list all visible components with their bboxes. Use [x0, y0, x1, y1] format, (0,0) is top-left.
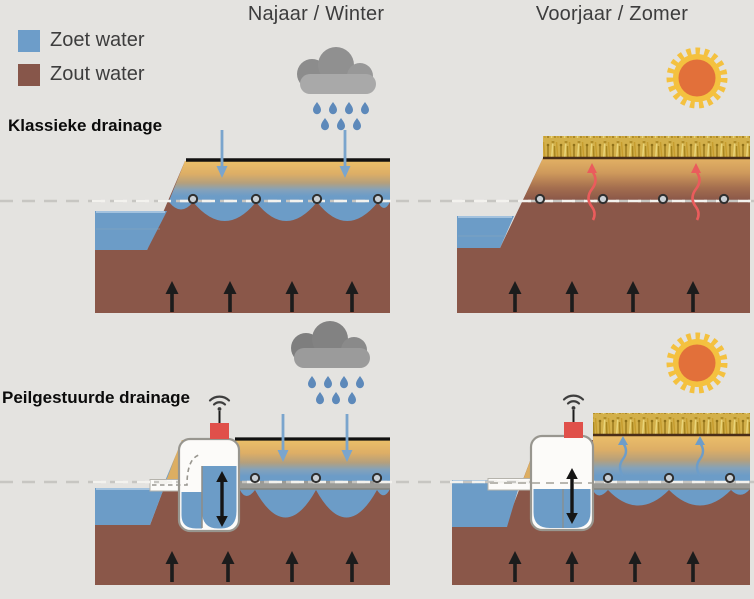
column-title-winter: Najaar / Winter	[247, 3, 385, 25]
topsoil-fresh-band	[593, 435, 750, 481]
row-label-controlled-drainage: Peilgestuurde drainage	[2, 388, 190, 407]
raindrop-icon	[337, 118, 345, 131]
ditch-water	[452, 480, 521, 527]
telemetry-unit	[210, 423, 229, 439]
panel-controlled-summer	[452, 413, 750, 585]
raindrop-icon	[332, 392, 340, 405]
ditch-water	[457, 216, 514, 248]
drain-outlet-icon	[663, 472, 675, 484]
raindrop-icon	[308, 376, 316, 389]
outlet-channel	[487, 478, 534, 491]
raindrop-icon	[340, 376, 348, 389]
topsoil-salt-band	[523, 158, 750, 200]
fresh-water-pockets	[240, 483, 390, 518]
drain-outlet-icon	[657, 193, 669, 205]
raindrop-icon	[353, 118, 361, 131]
rain-cloud-icon	[291, 321, 370, 368]
drain-outlet-icon	[249, 472, 261, 484]
overflow-path-dashed	[152, 454, 200, 486]
ditch-water	[95, 488, 164, 525]
ditch-water	[95, 211, 167, 250]
drain-outlet-icon	[534, 193, 546, 205]
drain-outlet-icon	[724, 472, 736, 484]
drain-outlet-icon	[371, 472, 383, 484]
raindrop-icon	[329, 102, 337, 115]
legend-item-salt-water: Zout water	[18, 63, 144, 86]
legend-item-fresh-water: Zoet water	[18, 29, 144, 52]
drain-outlet-icon	[718, 193, 730, 205]
raindrop-icon	[348, 392, 356, 405]
control-well-summer	[490, 394, 595, 532]
wifi-icon	[562, 394, 585, 411]
drain-outlet-icon	[372, 193, 384, 205]
column-title-summer: Voorjaar / Zomer	[535, 3, 689, 25]
legend-label-salt-water: Zout water	[50, 63, 145, 85]
rain-drops	[313, 102, 369, 131]
drain-outlet-icon	[602, 472, 614, 484]
rain-drops	[308, 376, 364, 405]
bank-sand-wedge	[166, 443, 181, 481]
panel-classic-summer	[457, 136, 750, 313]
legend-label-fresh-water: Zoet water	[50, 29, 145, 51]
drain-outlet-icon	[250, 193, 262, 205]
well-water	[533, 489, 591, 528]
raindrop-icon	[345, 102, 353, 115]
rain-cloud-icon	[297, 47, 376, 94]
wifi-icon	[208, 395, 231, 412]
raindrop-icon	[316, 392, 324, 405]
row-label-classic-drainage: Klassieke drainage	[8, 116, 163, 135]
fresh-water-lens	[169, 201, 390, 221]
drain-pipe	[240, 481, 390, 489]
drain-outlet-icon	[310, 472, 322, 484]
telemetry-unit	[564, 422, 583, 438]
sun-icon	[671, 337, 724, 390]
raindrop-icon	[313, 102, 321, 115]
drain-outlet-icon	[311, 193, 323, 205]
legend-swatch-fresh-water	[18, 29, 40, 52]
crop-band	[543, 136, 750, 158]
drain-outlet-icon	[597, 193, 609, 205]
raindrop-icon	[361, 102, 369, 115]
raindrop-icon	[321, 118, 329, 131]
panel-classic-winter	[95, 130, 390, 313]
drain-outlet-icon	[187, 193, 199, 205]
control-well-winter	[152, 395, 241, 533]
well-water-outlet-side	[181, 492, 202, 529]
raindrop-icon	[356, 376, 364, 389]
crop-band	[593, 413, 750, 435]
drain-pipe	[593, 481, 750, 489]
sun-icon	[671, 52, 724, 105]
legend-swatch-salt-water	[18, 63, 40, 86]
raindrop-icon	[324, 376, 332, 389]
well-water-high	[202, 466, 237, 529]
topsoil-fresh-band	[169, 161, 390, 201]
panel-controlled-winter	[95, 414, 390, 585]
